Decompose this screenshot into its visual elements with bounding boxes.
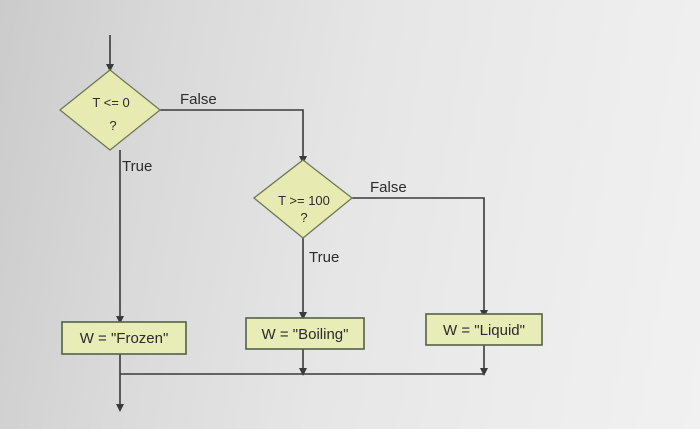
decision1-true-label: True — [122, 158, 152, 175]
decision1-text-line2: ? — [109, 118, 116, 133]
decision2-true-label: True — [309, 249, 339, 266]
decision1-false-label: False — [180, 91, 217, 108]
decision2-text-line2: ? — [300, 210, 307, 225]
decision2-diamond — [252, 159, 354, 239]
box-boiling-text: W = "Boiling" — [262, 326, 349, 343]
decision1-diamond — [58, 69, 162, 151]
decision1-false-arrow — [160, 109, 307, 164]
decision2-false-arrow — [352, 197, 488, 318]
box-frozen-text: W = "Frozen" — [80, 330, 169, 347]
box-liquid — [425, 313, 543, 346]
decision2-false-label: False — [370, 179, 407, 196]
box-frozen — [61, 321, 187, 355]
box-boiling — [245, 317, 365, 350]
decision1-text-line1: T <= 0 — [92, 95, 129, 110]
decision2-text-line1: T >= 100 — [278, 193, 330, 208]
box-liquid-text: W = "Liquid" — [443, 322, 525, 339]
